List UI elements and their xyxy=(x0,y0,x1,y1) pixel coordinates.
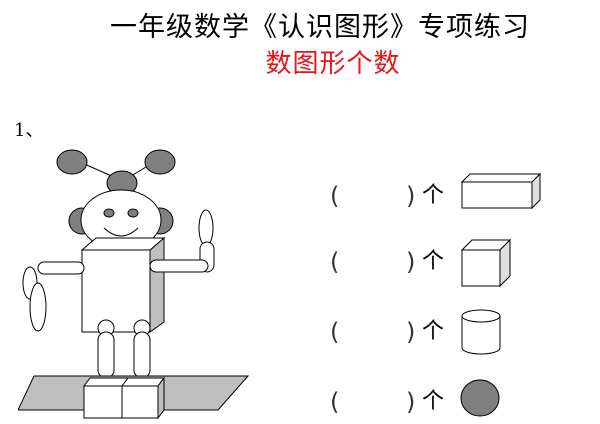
antenna-ball-right-icon xyxy=(144,149,176,175)
bracket-close: ) xyxy=(406,388,416,416)
bracket-close: ) xyxy=(406,182,416,210)
body-side-face xyxy=(149,236,165,333)
unit-label: 个 xyxy=(422,389,445,414)
body-top-face xyxy=(80,237,166,251)
left-foot xyxy=(83,385,127,419)
right-hand xyxy=(198,209,214,247)
eye-right-icon xyxy=(127,208,139,218)
answer-blank-cylinder[interactable] xyxy=(342,318,404,346)
unit-label: 个 xyxy=(422,183,445,208)
answer-row-cuboid: ( ) 个 xyxy=(330,172,560,218)
page-subtitle: 数图形个数 xyxy=(265,49,401,79)
bracket-close: ) xyxy=(406,248,416,276)
right-upper-arm xyxy=(149,259,209,273)
question-number: 1、 xyxy=(14,120,44,141)
bracket-open: ( xyxy=(330,318,340,346)
cube-icon xyxy=(460,238,512,288)
bracket-open: ( xyxy=(330,182,340,210)
unit-label: 个 xyxy=(422,319,445,344)
robot-illustration xyxy=(18,149,250,420)
robot-body xyxy=(81,249,151,333)
left-upper-arm xyxy=(37,261,85,275)
answer-row-cube: ( ) 个 xyxy=(330,238,560,288)
unit-label: 个 xyxy=(422,249,445,274)
answer-row-sphere: ( ) 个 xyxy=(330,379,560,424)
mouth-icon xyxy=(103,227,139,237)
cylinder-icon xyxy=(461,309,501,355)
answer-blank-cuboid[interactable] xyxy=(342,182,404,210)
right-foot xyxy=(121,385,159,419)
left-leg xyxy=(97,331,115,379)
page-title: 一年级数学《认识图形》专项练习 xyxy=(110,12,530,43)
answer-blank-cube[interactable] xyxy=(342,248,404,276)
right-leg xyxy=(133,331,151,379)
left-forearm xyxy=(29,282,47,332)
sphere-icon xyxy=(460,379,500,417)
answer-blank-sphere[interactable] xyxy=(342,388,404,416)
bracket-open: ( xyxy=(330,248,340,276)
answer-row-cylinder: ( ) 个 xyxy=(330,309,560,355)
cuboid-icon xyxy=(460,172,542,210)
antenna-ball-left-icon xyxy=(56,149,88,175)
eye-left-icon xyxy=(103,208,115,218)
bracket-close: ) xyxy=(406,318,416,346)
bracket-open: ( xyxy=(330,388,340,416)
